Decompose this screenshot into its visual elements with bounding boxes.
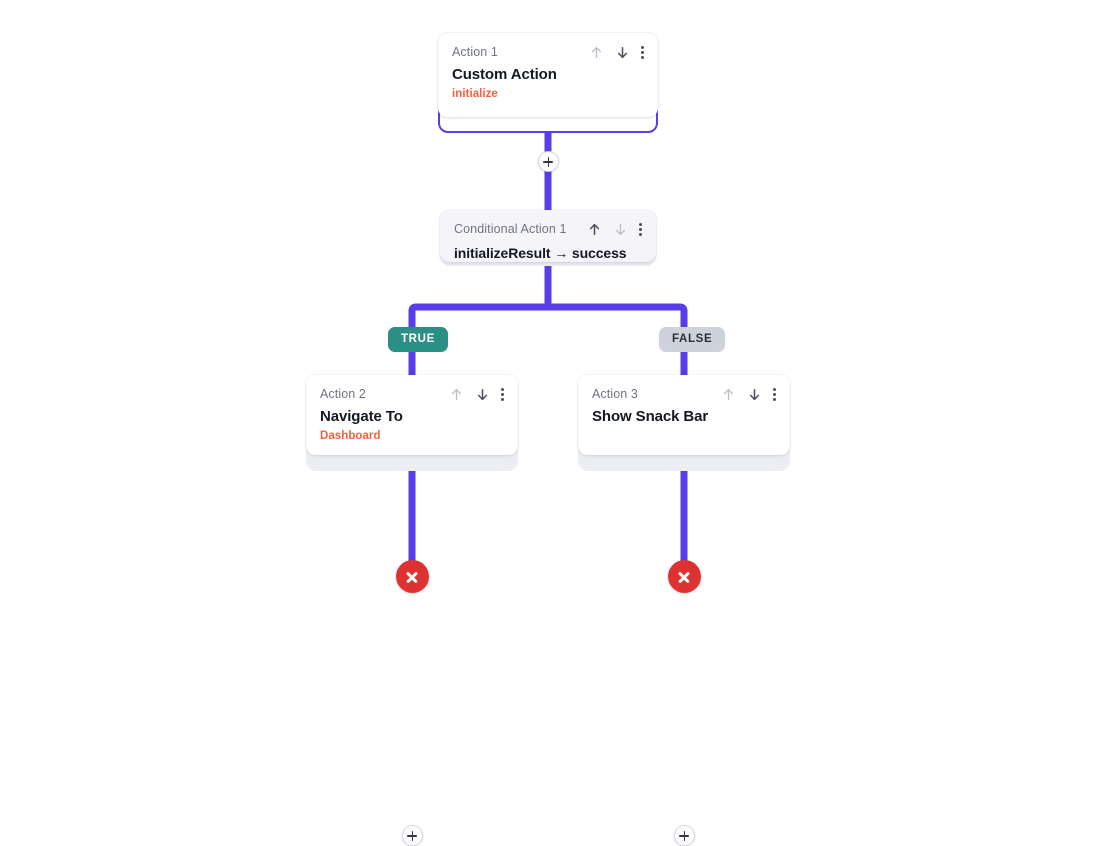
add-step-after-action-1-button[interactable] [537,151,559,172]
arrow-down-icon[interactable] [613,222,628,237]
action-2-title: Navigate To [320,408,403,425]
arrow-down-icon[interactable] [747,387,762,402]
flow-canvas: Action 1 [0,0,1097,630]
branch-label-false[interactable]: FALSE [659,327,726,352]
add-step-after-action-3-button[interactable] [673,825,695,846]
node-action-3[interactable]: Action 3 [578,375,790,846]
action-1-title: Custom Action [452,66,557,83]
arrow-down-icon[interactable] [615,45,630,60]
action-2-card[interactable]: Action 2 [306,375,518,455]
conditional-1-card[interactable]: Conditional Action 1 [440,210,656,262]
node-action-2[interactable]: Action 2 [306,375,518,846]
node-action-1[interactable]: Action 1 [438,33,658,172]
arrow-up-icon[interactable] [449,387,464,402]
conditional-1-eyebrow: Conditional Action 1 [454,222,567,236]
arrow-up-icon[interactable] [587,222,602,237]
close-circle-icon-right[interactable] [667,560,701,593]
action-3-eyebrow: Action 3 [592,387,638,401]
action-3-card[interactable]: Action 3 [578,375,790,455]
more-vertical-icon[interactable] [501,387,504,402]
more-vertical-icon[interactable] [773,387,776,402]
arrow-down-icon[interactable] [475,387,490,402]
action-1-card[interactable]: Action 1 [438,33,658,117]
conditional-1-expression: initializeResult → success [454,245,627,261]
action-3-title: Show Snack Bar [592,408,709,425]
action-2-eyebrow: Action 2 [320,387,366,401]
branch-label-true[interactable]: TRUE [388,327,448,352]
node-conditional-action-1[interactable]: Conditional Action 1 [440,210,656,266]
arrow-up-icon[interactable] [721,387,736,402]
close-circle-icon-left[interactable] [395,560,429,593]
action-1-subtitle: initialize [452,88,498,100]
more-vertical-icon[interactable] [641,45,644,60]
action-1-eyebrow: Action 1 [452,45,498,59]
arrow-up-icon[interactable] [589,45,604,60]
more-vertical-icon[interactable] [639,222,642,237]
action-2-subtitle: Dashboard [320,430,381,442]
add-step-after-action-2-button[interactable] [401,825,423,846]
